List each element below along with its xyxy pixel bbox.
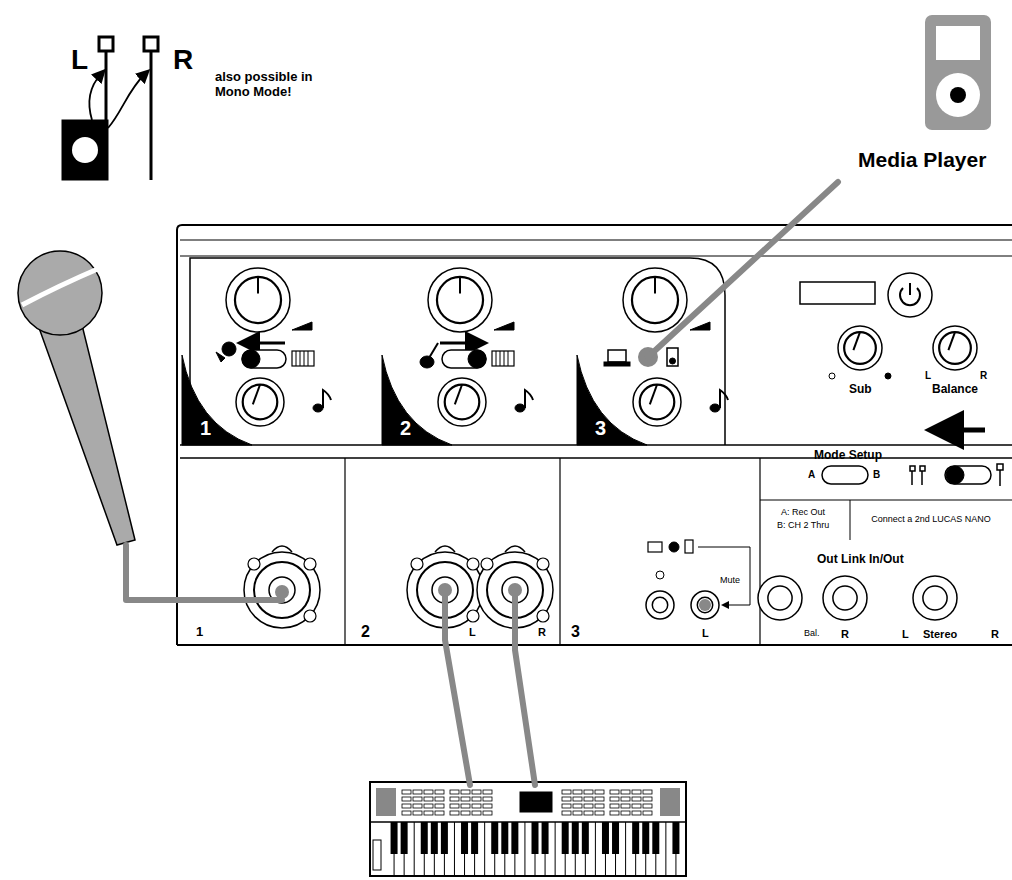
balance-label: L bbox=[925, 370, 931, 382]
keyboard-illustration bbox=[370, 782, 686, 876]
jack-label: R bbox=[991, 628, 999, 641]
microphone-illustration bbox=[18, 251, 135, 545]
balance-label: R bbox=[980, 370, 987, 382]
channel-number: 3 bbox=[595, 417, 606, 440]
media-player-icon bbox=[925, 15, 991, 130]
channel-letter: R bbox=[173, 44, 193, 76]
channel-number: 2 bbox=[400, 417, 411, 440]
master-section bbox=[800, 273, 1003, 486]
jack-label: L bbox=[469, 626, 476, 639]
note-text: also possible in Mono Mode! bbox=[215, 70, 340, 100]
channel-controls bbox=[182, 268, 977, 445]
cable-ends bbox=[275, 583, 711, 611]
switch-label: Mode Setup bbox=[814, 449, 882, 463]
mute-label: Mute bbox=[720, 575, 740, 585]
switch-position: A bbox=[808, 469, 815, 481]
channel-number: 1 bbox=[200, 417, 211, 440]
channel-number: 3 bbox=[571, 623, 580, 641]
switch-position: B bbox=[873, 469, 880, 481]
mono-mode-icon bbox=[62, 37, 158, 180]
channel-number: 2 bbox=[361, 623, 370, 641]
mixer-panel bbox=[177, 225, 1012, 645]
jack-label: L bbox=[702, 627, 709, 640]
jack-label: Stereo bbox=[923, 628, 957, 641]
jack-label: R bbox=[841, 628, 849, 641]
knob-label: Sub bbox=[849, 383, 872, 397]
output-label: Out Link In/Out bbox=[817, 553, 904, 567]
device-label: Media Player bbox=[858, 148, 986, 172]
mode-note: A: Rec Out bbox=[781, 507, 825, 517]
jack-label: L bbox=[902, 628, 909, 641]
mode-note: B: CH 2 Thru bbox=[777, 520, 829, 530]
channel-letter: L bbox=[71, 44, 88, 76]
knob-label: Balance bbox=[932, 383, 978, 397]
channel-number: 1 bbox=[196, 625, 203, 640]
cables bbox=[126, 182, 838, 785]
input-jacks bbox=[244, 540, 957, 628]
jack-label: R bbox=[538, 626, 546, 639]
link-note: Connect a 2nd LUCAS NANO bbox=[866, 514, 996, 524]
jack-label: Bal. bbox=[804, 628, 820, 638]
